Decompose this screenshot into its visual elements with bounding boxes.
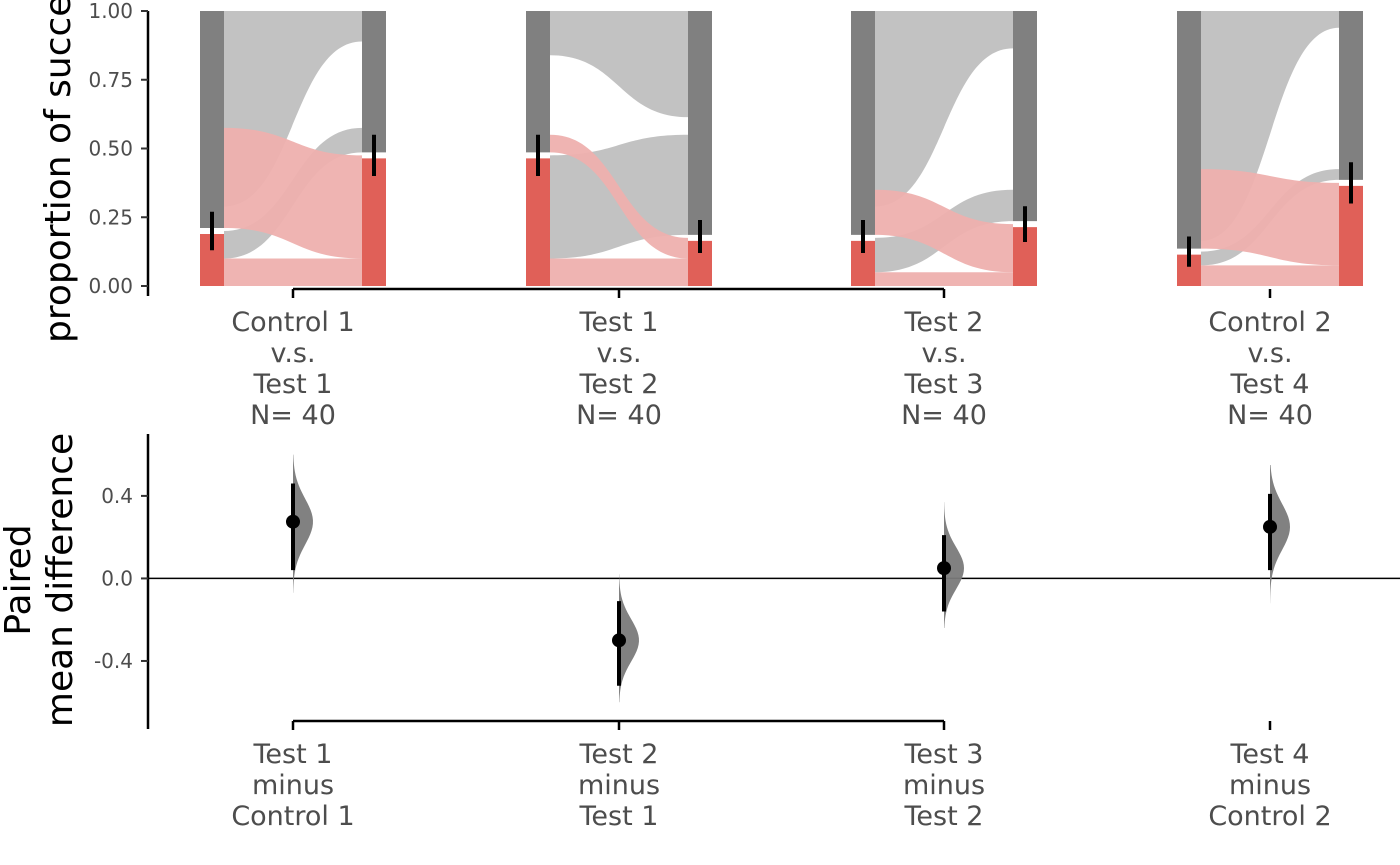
top-x-label-line: v.s. <box>596 338 641 369</box>
flow-failure-to-success <box>550 134 688 259</box>
bar-left-failure <box>1177 11 1201 249</box>
top-x-label-line: Test 4 <box>1230 369 1310 400</box>
top-y-tick-label: 0.75 <box>88 68 133 92</box>
flow-success-stay <box>875 272 1013 286</box>
bar-left-failure <box>200 11 224 228</box>
top-y-tick-label: 0.00 <box>88 274 133 298</box>
flow-failure-to-success <box>1201 169 1339 266</box>
bootstrap-distribution <box>944 502 964 628</box>
bottom-x-label-line: Control 2 <box>1208 801 1331 832</box>
bottom-ylabel-line2: mean difference <box>40 433 81 727</box>
bar-right-failure <box>362 11 386 153</box>
flow-failure-to-success <box>224 127 362 259</box>
top-x-label-line: v.s. <box>1247 338 1292 369</box>
bottom-x-label-line: Test 4 <box>1230 739 1310 770</box>
bar-right-failure <box>1013 11 1037 222</box>
top-x-label-line: Test 1 <box>253 369 333 400</box>
bottom-x-label-line: minus <box>578 770 660 801</box>
bottom-x-label-line: Test 1 <box>579 801 659 832</box>
bootstrap-distribution <box>619 574 639 703</box>
top-y-tick-label: 1.00 <box>88 0 133 23</box>
flow-success-stay <box>224 258 362 286</box>
bottom-y-tick-label: 0.4 <box>101 484 133 508</box>
flow-failure-stay <box>550 11 688 118</box>
bottom-x-label-line: Test 2 <box>904 801 984 832</box>
top-x-label-line: N= 40 <box>1227 400 1313 431</box>
effect-size-point <box>1263 519 1277 534</box>
top-x-label-line: Control 1 <box>231 307 354 338</box>
bar-left-failure <box>526 11 550 153</box>
bar-left-success <box>526 158 550 286</box>
bar-right-failure <box>1339 11 1363 180</box>
bar-right-failure <box>688 11 712 235</box>
top-x-label-line: N= 40 <box>250 400 336 431</box>
bootstrap-distribution <box>1270 464 1290 604</box>
bar-right-success <box>362 158 386 286</box>
top-x-label-line: Test 2 <box>904 307 984 338</box>
top-y-tick-label: 0.50 <box>88 137 133 161</box>
top-x-label-line: v.s. <box>921 338 966 369</box>
bottom-x-label-line: Control 1 <box>231 801 354 832</box>
bottom-x-label-line: minus <box>903 770 985 801</box>
top-x-label-line: N= 40 <box>576 400 662 431</box>
bottom-x-label-line: Test 2 <box>579 739 659 770</box>
bottom-y-tick-label: -0.4 <box>94 649 133 673</box>
top-x-label-line: Control 2 <box>1208 307 1331 338</box>
top-x-label-line: N= 40 <box>901 400 987 431</box>
flow-success-stay <box>550 258 688 286</box>
top-x-label-line: v.s. <box>270 338 315 369</box>
effect-size-point <box>612 633 626 648</box>
top-ylabel: proportion of success <box>38 0 79 343</box>
bottom-x-label-line: minus <box>1229 770 1311 801</box>
bottom-x-label-line: minus <box>252 770 334 801</box>
effect-size-point <box>286 514 300 529</box>
flow-failure-to-success <box>875 189 1013 273</box>
flow-success-stay <box>1201 265 1339 286</box>
flow-failure-stay <box>875 11 1013 207</box>
bottom-ylabel-line1: Paired <box>0 524 39 635</box>
bottom-x-label-line: Test 3 <box>904 739 984 770</box>
effect-size-point <box>937 561 951 576</box>
top-y-tick-label: 0.25 <box>88 205 133 229</box>
bar-left-failure <box>851 11 875 235</box>
top-x-label-line: Test 1 <box>579 307 659 338</box>
bottom-y-tick-label: 0.0 <box>101 566 133 590</box>
bottom-x-label-line: Test 1 <box>253 739 333 770</box>
top-x-label-line: Test 2 <box>579 369 659 400</box>
bootstrap-distribution <box>293 454 313 593</box>
top-x-label-line: Test 3 <box>904 369 984 400</box>
